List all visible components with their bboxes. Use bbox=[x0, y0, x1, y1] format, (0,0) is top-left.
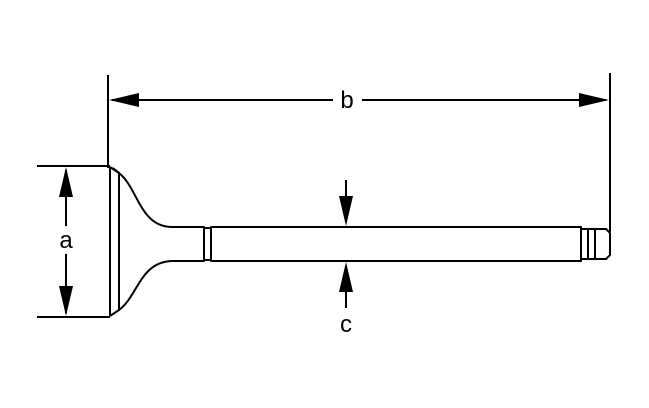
dimension-a bbox=[37, 165, 110, 318]
valve-groove-2 bbox=[587, 228, 596, 260]
arrowhead-c-top bbox=[339, 196, 353, 226]
arrowhead-c-bottom bbox=[339, 262, 353, 292]
label-c: c bbox=[340, 311, 352, 338]
arrowhead-b-left bbox=[109, 93, 139, 107]
label-a: a bbox=[59, 227, 73, 254]
valve-neck bbox=[172, 226, 205, 262]
arrowhead-b-right bbox=[579, 93, 609, 107]
valve-fillet-lower bbox=[118, 260, 173, 311]
arrowhead-a-top bbox=[59, 167, 73, 197]
dimension-b bbox=[107, 73, 611, 232]
valve-fillet-upper bbox=[118, 172, 173, 228]
arrowhead-a-bottom bbox=[59, 286, 73, 316]
label-b: b bbox=[340, 87, 353, 114]
valve-head-seat bbox=[109, 166, 120, 317]
valve-collar bbox=[203, 227, 212, 261]
valve-fillet-inner-upper bbox=[112, 167, 120, 174]
valve bbox=[109, 166, 611, 317]
valve-stem bbox=[210, 226, 582, 262]
valve-groove-1 bbox=[580, 228, 589, 260]
valve-tip bbox=[594, 228, 611, 260]
